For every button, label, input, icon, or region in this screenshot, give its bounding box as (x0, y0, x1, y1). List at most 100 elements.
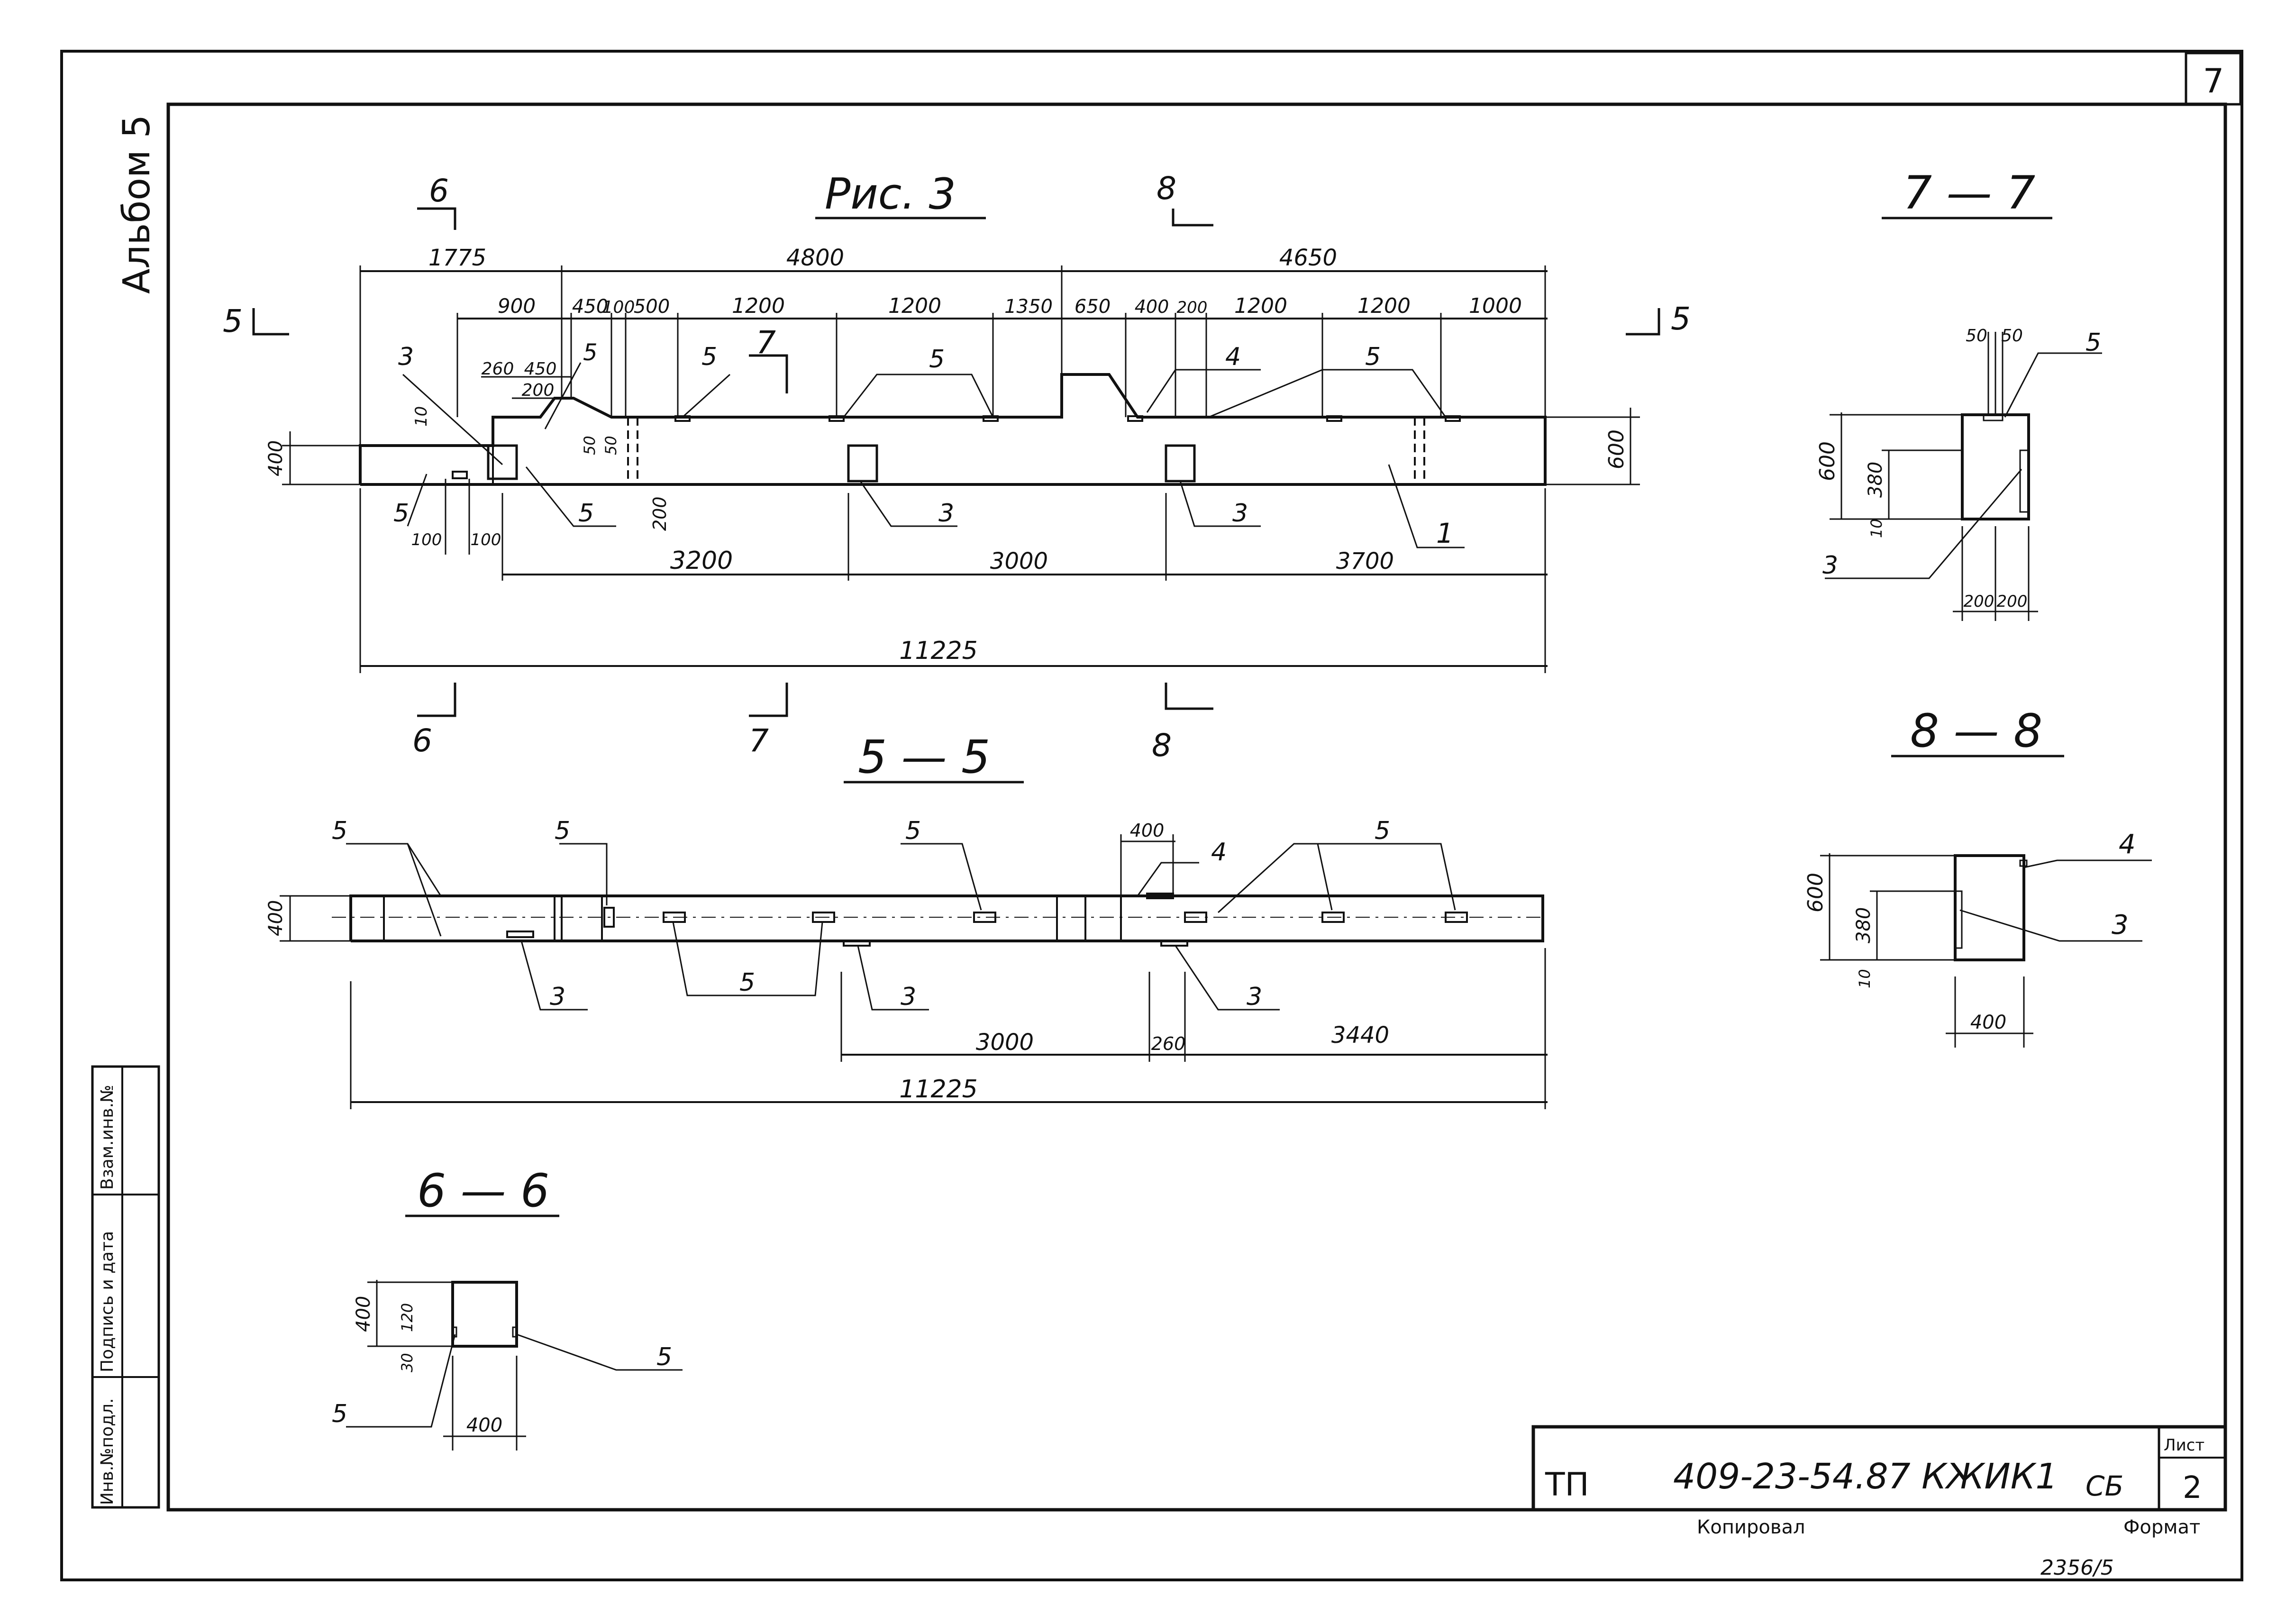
plan-callout-1: 1 (1436, 517, 1454, 549)
plan-right-height: 600 (1604, 429, 1629, 469)
dim-500: 500 (634, 296, 670, 318)
plan-callout-5a: 5 (583, 339, 598, 366)
dim-1200-b: 1200 (888, 294, 941, 318)
s66-title: 6 — 6 (417, 1164, 549, 1217)
s55-height: 400 (265, 900, 287, 936)
s88-small: 10 (1856, 969, 1874, 988)
s88-callout-4: 4 (2119, 829, 2136, 860)
dim-650: 650 (1075, 296, 1111, 318)
dim-100-below-a: 100 (411, 530, 442, 549)
s77-top-50a: 50 (1966, 326, 1987, 346)
dim-1200-c: 1200 (1234, 294, 1287, 318)
cut-8-top: 8 (1157, 170, 1176, 207)
tb-sheet-label: Лист (2164, 1436, 2204, 1455)
s66-callout-5a: 5 (656, 1343, 672, 1371)
s66-callout-5b: 5 (332, 1400, 347, 1428)
dim-900: 900 (498, 294, 536, 318)
s55-callout-5d: 5 (1375, 817, 1390, 845)
plan-callout-3: 3 (398, 343, 414, 371)
cut-8-bottom: 8 (1152, 727, 1172, 764)
s77-callout-3: 3 (1822, 551, 1838, 580)
bottom-code: 2356/5 (2040, 1556, 2114, 1580)
s88-callout-3: 3 (2112, 910, 2129, 940)
dim-260: 260 (482, 359, 514, 379)
dim-1200-a: 1200 (732, 294, 785, 318)
plan-callout-5c: 5 (929, 345, 945, 374)
tb-format: Формат (2123, 1516, 2200, 1538)
section-8-8: 8 — 8 600 380 10 400 4 3 (1803, 704, 2152, 1048)
album-label: Альбом 5 (116, 115, 158, 294)
plate-3-mid (847, 444, 878, 483)
stamp-inv-podl: Инв.№подл. (98, 1398, 117, 1505)
beam-outline-55 (349, 894, 1544, 942)
s66-small-120: 120 (398, 1303, 416, 1332)
corner-number: 7 (2203, 62, 2224, 100)
s55-chain-3000: 3000 (976, 1029, 1034, 1056)
dim-10: 10 (412, 406, 431, 427)
tb-prefix: ТП (1545, 1466, 1589, 1504)
s77-height: 600 (1815, 441, 1840, 481)
dim-top-4800: 4800 (786, 245, 844, 271)
s66-height: 400 (353, 1296, 374, 1332)
s88-height: 600 (1803, 873, 1828, 912)
s55-chain-3440: 3440 (1331, 1022, 1389, 1049)
s55-overall: 11225 (899, 1075, 977, 1104)
chain-3200: 3200 (670, 547, 733, 575)
dim-400: 400 (1135, 296, 1169, 317)
plan-left-height: 400 (265, 440, 287, 476)
cut-7-inner: 7 (756, 324, 776, 361)
s77-profile (1961, 413, 2030, 520)
plate-3-right (1165, 444, 1196, 483)
s55-callout-5e: 5 (739, 968, 755, 997)
tb-sheet-number: 2 (2183, 1470, 2202, 1505)
s77-bottom-200b: 200 (1997, 592, 2028, 611)
plan-callout-5b: 5 (701, 343, 717, 371)
plan-callout-3c: 3 (1232, 499, 1248, 528)
dim-450: 450 (572, 296, 608, 318)
dim-1350: 1350 (1004, 296, 1053, 318)
cut-6-bottom: 6 (412, 722, 432, 759)
s55-callout-3a: 3 (550, 983, 565, 1011)
dim-50-b: 50 (602, 436, 620, 455)
title-block: ТП 409-23-54.87 КЖИК1 СБ Лист 2 Копирова… (1531, 1425, 2227, 1538)
cut-7-bottom: 7 (749, 722, 769, 759)
s55-chain-260: 260 (1151, 1033, 1186, 1054)
s77-inner: 380 (1865, 462, 1886, 498)
cut-6-top: 6 (429, 173, 449, 209)
plan-callout-5f: 5 (578, 499, 594, 528)
s66-small-30: 30 (398, 1353, 416, 1372)
tb-copied: Копировал (1697, 1516, 1805, 1538)
stamp-signature-date: Подпись и дата (98, 1231, 117, 1372)
s77-bottom-200a: 200 (1964, 592, 1994, 611)
s88-profile (1954, 854, 2025, 961)
dim-450-small: 450 (524, 359, 557, 379)
cut-5-left: 5 (223, 303, 243, 339)
outer-frame (60, 50, 2243, 1581)
s88-title: 8 — 8 (1910, 704, 2042, 757)
s77-small: 10 (1867, 519, 1885, 538)
section-6-6: 6 — 6 400 120 30 400 5 5 (332, 1164, 683, 1451)
dim-200: 200 (1177, 298, 1208, 317)
dim-1000: 1000 (1469, 294, 1522, 318)
section-7-7: 7 — 7 600 380 10 50 50 200 200 5 3 (1815, 166, 2102, 621)
side-stamp: Инв.№подл. Подпись и дата Взам.инв.№ (91, 1065, 160, 1509)
s77-top-50b: 50 (2001, 326, 2023, 346)
dim-100-below-b: 100 (471, 530, 501, 549)
s88-inner: 380 (1853, 907, 1875, 943)
s77-title: 7 — 7 (1903, 166, 2035, 219)
plan-callout-5d: 5 (393, 499, 409, 528)
tb-suffix: СБ (2086, 1470, 2123, 1502)
s55-callout-5b: 5 (555, 817, 570, 845)
plate-3-left (487, 444, 518, 480)
s88-width: 400 (1970, 1012, 2006, 1033)
dim-200-small: 200 (522, 381, 555, 400)
plan-callout-5e: 5 (1365, 343, 1381, 371)
dim-top-4650: 4650 (1279, 245, 1337, 271)
section-5-5: 5 — 5 400 400 3000 26 (265, 730, 1548, 1109)
plan-callout-4: 4 (1225, 343, 1241, 371)
inner-frame (166, 102, 2227, 1512)
s55-callout-5a: 5 (332, 817, 347, 845)
dim-50-a: 50 (581, 436, 599, 455)
chain-3000: 3000 (990, 548, 1048, 575)
